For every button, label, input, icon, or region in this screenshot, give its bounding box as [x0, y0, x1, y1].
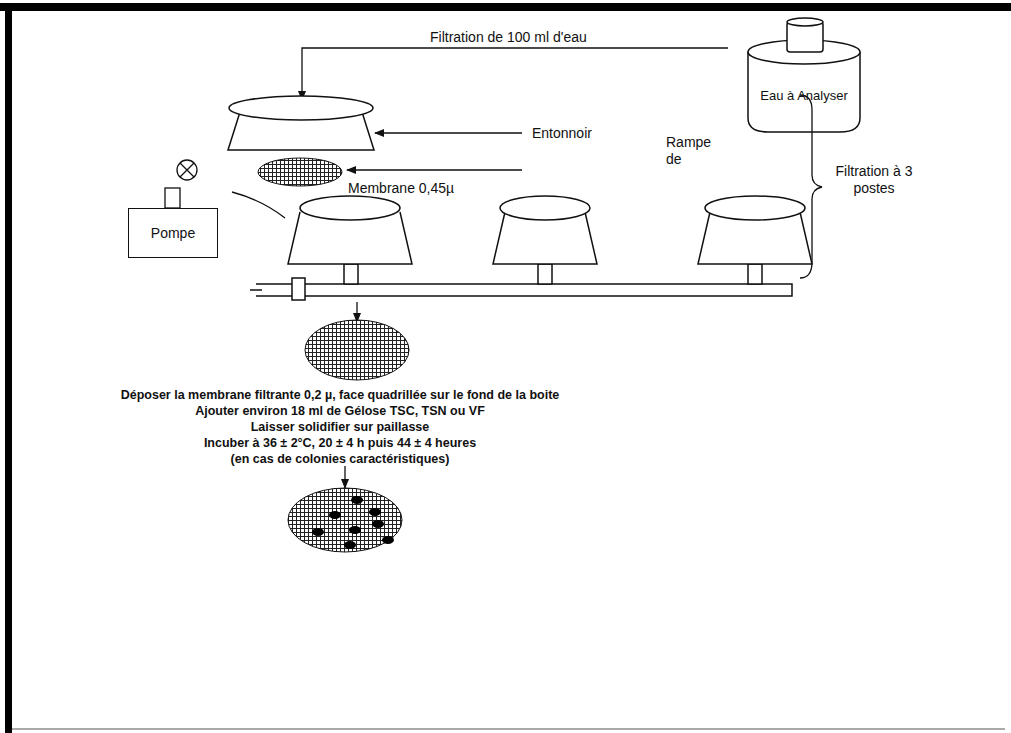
pump-box: Pompe [128, 208, 218, 258]
instruction-text: Laisser solidifier sur paillasse [0, 420, 680, 435]
membrane [258, 158, 342, 186]
petri-dish [288, 488, 402, 552]
instruction-text: Déposer la membrane filtrante 0,2 µ, fac… [0, 388, 680, 403]
water-bottle [748, 18, 860, 132]
part-label: Rampe de [666, 134, 718, 168]
brace [800, 95, 822, 278]
instruction-text: Ajouter environ 18 ml de Gélose TSC, TSN… [0, 404, 680, 419]
flow-label: Filtration de 100 ml d'eau [430, 29, 587, 46]
instruction-text: (en cas de colonies caractéristiques) [0, 452, 680, 467]
filtration-manifold [250, 196, 812, 300]
filter-membrane [305, 320, 409, 380]
group-label: Filtration à 3 postes [824, 163, 924, 197]
node-text: Pompe [151, 225, 195, 242]
node-text: Eau à Analyser [760, 88, 847, 104]
part-label: Entonnoir [532, 125, 592, 142]
part-label: Membrane 0,45µ [348, 180, 454, 197]
instruction-text: Incuber à 36 ± 2°C, 20 ± 4 h puis 44 ± 4… [0, 436, 680, 451]
bottle-label: Eau à Analyser [752, 66, 856, 126]
funnel [228, 96, 374, 150]
frame [0, 3, 1011, 733]
